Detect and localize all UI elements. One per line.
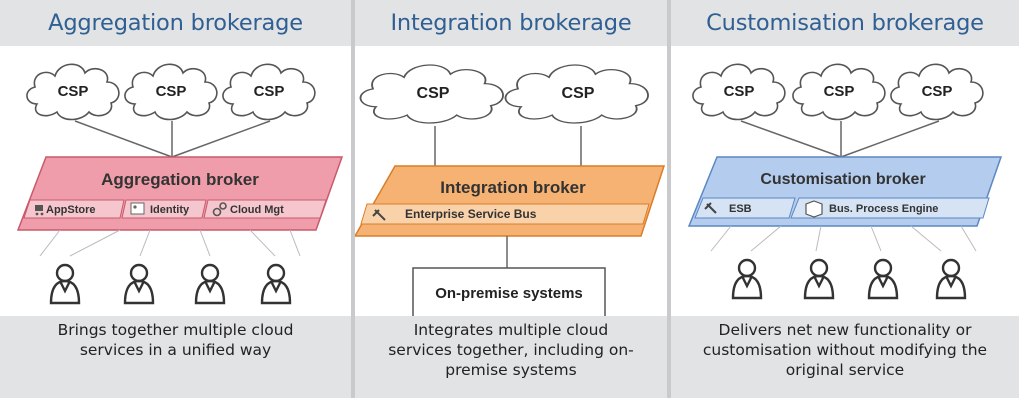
user-icon	[731, 258, 763, 300]
cloud-icon: CSP	[124, 63, 218, 121]
csp-label: CSP	[562, 85, 595, 102]
broker-box: Customisation broker ESB Bus. Process En…	[687, 156, 1003, 227]
description-text: Delivers net new functionality or custom…	[702, 321, 988, 379]
connector-line	[171, 120, 271, 158]
integration-panel: Integration brokerage CSP CSP Integratio…	[355, 0, 667, 398]
user-icon	[803, 258, 835, 300]
aggregation-diagram: CSP CSP CSP Aggregation broker AppStore	[16, 63, 344, 305]
panel-description: Delivers net new functionality or custom…	[671, 316, 1019, 398]
cloud-icon: CSP	[792, 63, 886, 121]
panel-title: Integration brokerage	[390, 10, 632, 36]
csp-label: CSP	[254, 83, 285, 100]
cart-icon	[35, 205, 44, 216]
panel-header: Aggregation brokerage	[0, 0, 351, 46]
integration-diagram: CSP CSP Integration broker Enterprise Se…	[355, 64, 666, 316]
onpremise-box: On-premise systems	[412, 267, 606, 316]
user-icon	[935, 258, 967, 300]
module-label: AppStore	[46, 204, 96, 216]
panel-description: Integrates multiple cloud services toget…	[355, 316, 667, 398]
user-icon	[49, 263, 81, 305]
gears-icon	[212, 202, 227, 217]
csp-label: CSP	[922, 83, 953, 100]
description-text: Integrates multiple cloud services toget…	[388, 321, 634, 379]
broker-box: Integration broker Enterprise Service Bu…	[355, 165, 666, 237]
panel-header: Integration brokerage	[355, 0, 667, 46]
cloud-icon: CSP	[692, 63, 786, 121]
module-label: Enterprise Service Bus	[405, 207, 537, 221]
panel-description: Brings together multiple cloud services …	[0, 316, 351, 398]
cube-icon	[805, 200, 823, 218]
onpremise-label: On-premise systems	[435, 285, 583, 302]
aggregation-panel: Aggregation brokerage CSP CSP CSP Ag	[0, 0, 351, 398]
broker-label: Integration broker	[440, 178, 586, 197]
csp-label: CSP	[417, 85, 450, 102]
user-icon	[194, 263, 226, 305]
connector-line	[740, 120, 842, 158]
csp-label: CSP	[58, 83, 89, 100]
cloud-icon: CSP	[222, 63, 316, 121]
cloud-icon	[504, 64, 649, 124]
user-icon	[867, 258, 899, 300]
customisation-panel: Customisation brokerage CSP CSP CSP Cust…	[671, 0, 1019, 398]
panel-header: Customisation brokerage	[671, 0, 1019, 46]
csp-label: CSP	[156, 83, 187, 100]
user-icon	[123, 263, 155, 305]
broker-label: Customisation broker	[760, 171, 925, 188]
module-label: Bus. Process Engine	[829, 203, 938, 215]
user-lines	[710, 225, 977, 252]
broker-box: Aggregation broker AppStore Identity Clo…	[16, 156, 344, 231]
plug-icon	[372, 209, 386, 221]
description-text: Brings together multiple cloud services …	[57, 321, 294, 359]
user-icon	[260, 263, 292, 305]
module-label: Cloud Mgt	[230, 204, 284, 216]
cloud-icon: CSP	[890, 63, 984, 121]
cloud-icon	[359, 64, 504, 124]
connector-line	[840, 120, 940, 158]
panel-title: Customisation brokerage	[706, 10, 984, 36]
panel-divider	[667, 0, 671, 398]
cloud-icon: CSP	[26, 63, 120, 121]
module-label: ESB	[729, 203, 752, 215]
broker-label: Aggregation broker	[101, 170, 259, 189]
csp-label: CSP	[724, 83, 755, 100]
connector-line	[74, 120, 173, 158]
panel-divider	[351, 0, 355, 398]
user-lines	[39, 229, 301, 257]
panel-title: Aggregation brokerage	[48, 10, 303, 36]
customisation-diagram: CSP CSP CSP Customisation broker ESB Bus…	[687, 63, 1003, 300]
plug-icon	[704, 202, 717, 214]
id-card-icon	[130, 202, 145, 215]
module-label: Identity	[150, 204, 190, 216]
csp-label: CSP	[824, 83, 855, 100]
